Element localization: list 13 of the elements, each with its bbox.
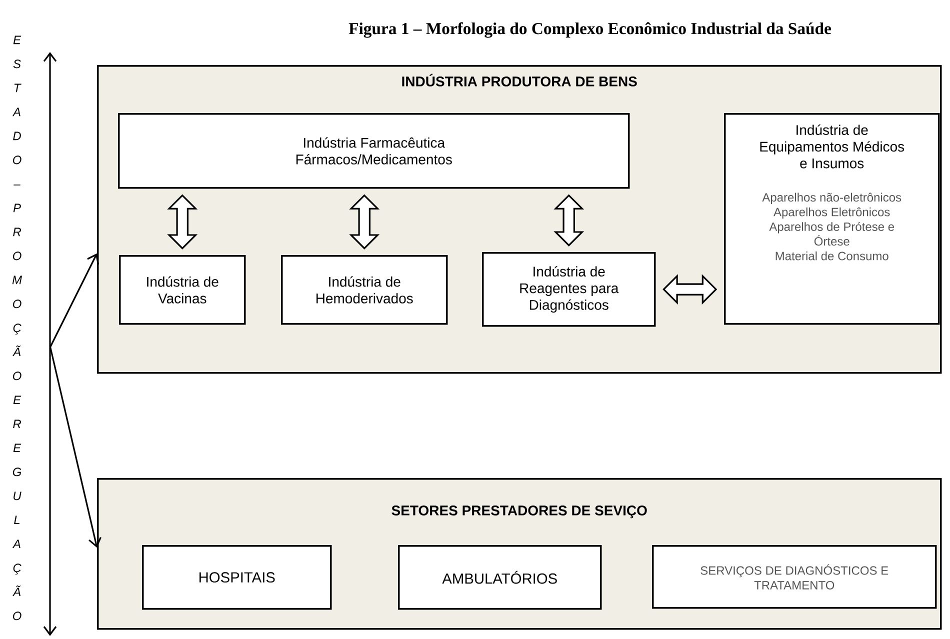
- service-box: HOSPITAIS: [142, 545, 332, 610]
- arrow: [50, 346, 102, 548]
- industry-box: Indústria de Equipamentos Médicos e Insumos Aparelhos não-eletrônicos Aparelhos Eletrônicos Aparelhos de Prótese e Órtese Material de Consumo: [724, 113, 940, 325]
- industry-box: Indústria de Vacinas: [119, 255, 246, 325]
- industry-box: Indústria Farmacêutica Fármacos/Medicamentos: [118, 113, 630, 189]
- vertical-text-label: ESTADO – PROMOÇÃO E REGULAÇÃO: [12, 36, 22, 620]
- figure-title: Figura 1 – Morfologia do Complexo Econômico Industrial da Saúde: [348, 22, 831, 38]
- service-box: SERVIÇOS DE DIAGNÓSTICOS E TRATAMENTO: [652, 545, 937, 609]
- industry-box: Indústria de Hemoderivados: [281, 255, 448, 325]
- double-block-arrow: [662, 274, 718, 305]
- arrow: [50, 253, 99, 348]
- industry-box: Indústria de Reagentes para Diagnósticos: [482, 252, 656, 327]
- service-box: AMBULATÓRIOS: [398, 545, 602, 610]
